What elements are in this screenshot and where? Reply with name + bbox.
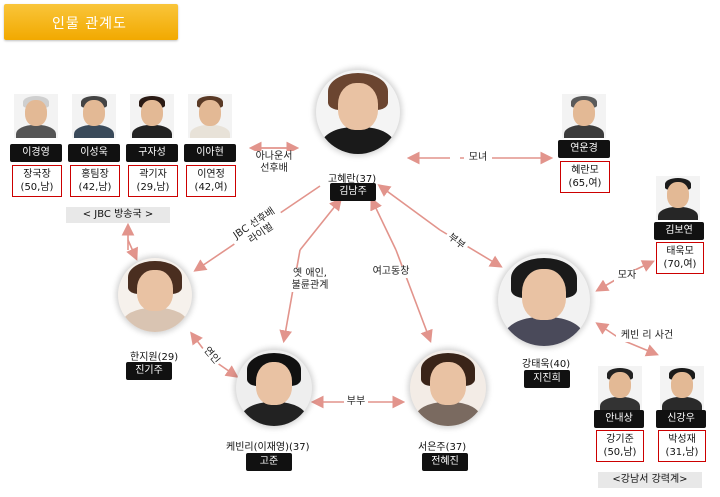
arrow-line	[126, 239, 138, 261]
portrait	[660, 366, 704, 410]
character-name: 케빈리(이재영)(37)	[226, 442, 310, 453]
actor-name: 이경영	[10, 144, 62, 162]
actor-name: 고준	[246, 453, 292, 471]
title-banner: 인물 관계도	[4, 4, 178, 40]
arrow-line	[377, 184, 441, 231]
actor-name: 구자성	[126, 144, 178, 162]
portrait	[188, 94, 232, 138]
actor-name: 전혜진	[422, 453, 468, 471]
actor-name: 김보연	[654, 222, 704, 240]
page-title: 인물 관계도	[52, 16, 127, 32]
group-label-police: <강남서 강력계>	[598, 472, 702, 488]
portrait-kevinlee	[236, 350, 312, 426]
portrait-seoeunju	[410, 350, 486, 426]
role-name: 곽기자 (29,남)	[128, 165, 178, 197]
actor-name: 진기주	[126, 362, 172, 380]
arrow-line	[395, 249, 433, 343]
portrait-taeukmo	[656, 176, 700, 220]
group-label-jbc: < JBC 방송국 >	[66, 207, 170, 223]
arrow-line	[279, 249, 301, 344]
portrait-gohyeran	[316, 70, 400, 154]
relation-label-ex-lover: 옛 애인, 불륜관계	[282, 268, 338, 292]
relation-label-kevin-case: 케빈 리 사건	[616, 330, 678, 342]
portrait-kangtaeuk	[498, 254, 590, 346]
relation-label-spouse-2: 부부	[344, 396, 368, 408]
character-name: 고혜란(37)	[328, 174, 377, 185]
actor-name: 이아현	[184, 144, 236, 162]
portrait	[598, 366, 642, 410]
character-name: 한지원(29)	[130, 352, 179, 363]
portrait-hyeranmo	[562, 94, 606, 138]
relation-label-mother-son: 모자	[614, 270, 640, 282]
role-name: 혜란모 (65,여)	[560, 161, 610, 193]
relation-label-anchor: 아나운서 선후배	[252, 151, 296, 175]
character-name: 서은주(37)	[418, 442, 467, 453]
role-name: 강기준 (50,남)	[596, 430, 644, 462]
portrait	[14, 94, 58, 138]
role-name: 박성재 (31,남)	[658, 430, 706, 462]
role-name: 장국장 (50,남)	[12, 165, 62, 197]
relation-label-classmate: 여고동창	[368, 266, 414, 278]
character-name: 강태욱(40)	[522, 359, 571, 370]
portrait	[130, 94, 174, 138]
actor-name: 연운경	[558, 140, 610, 158]
actor-name: 신강우	[656, 410, 706, 428]
arrow-line	[299, 197, 342, 251]
arrow-line	[621, 339, 659, 357]
role-name: 홍팀장 (42,남)	[70, 165, 120, 197]
actor-name: 김남주	[330, 183, 376, 201]
arrow-line	[370, 197, 397, 251]
actor-name: 안내상	[594, 410, 644, 428]
actor-name: 지진희	[524, 370, 570, 388]
portrait-hanjiwon	[118, 258, 192, 332]
role-name: 태욱모 (70,여)	[656, 242, 704, 274]
relation-label-mother-daughter: 모녀	[464, 152, 492, 164]
role-name: 이연정 (42,여)	[186, 165, 236, 197]
actor-name: 이성욱	[68, 144, 120, 162]
portrait	[72, 94, 116, 138]
